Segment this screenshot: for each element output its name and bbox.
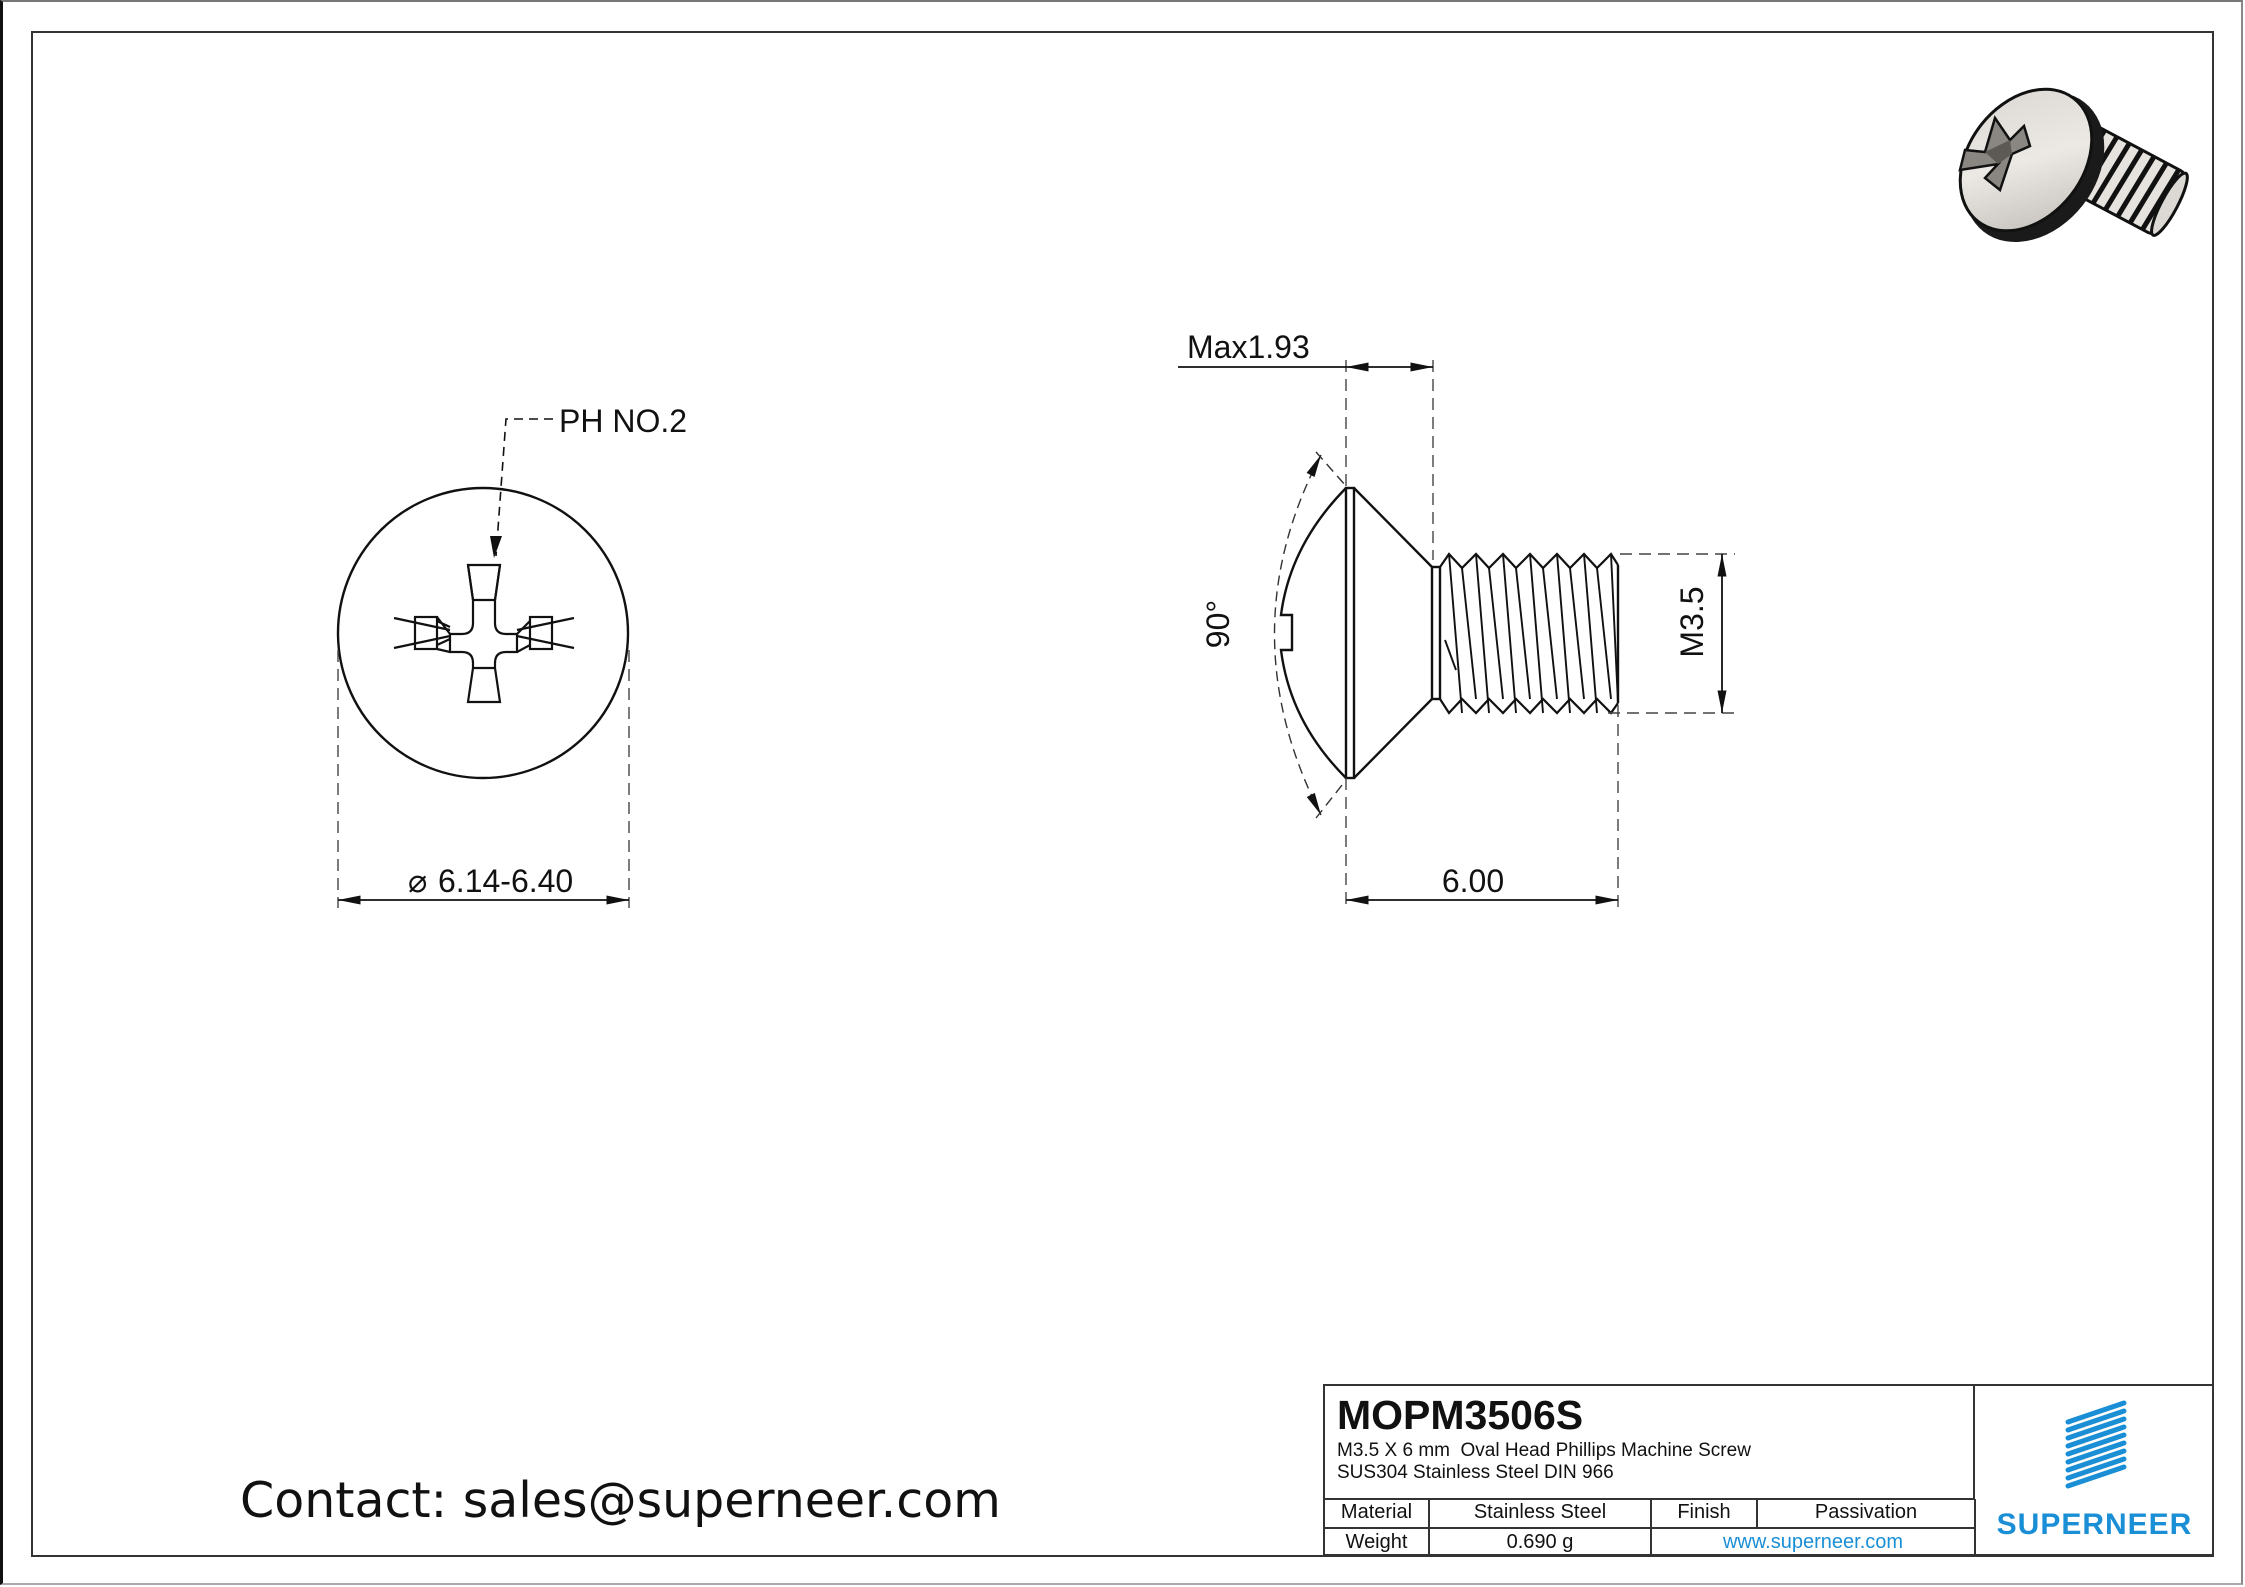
diameter-dimension-text: 6.14-6.40 bbox=[438, 863, 573, 899]
description-line-1: M3.5 X 6 mm Oval Head Phillips Machine S… bbox=[1337, 1440, 1751, 1461]
brand-name: SUPERNEER bbox=[1996, 1508, 2193, 1541]
brand-logo: SUPERNEER bbox=[1975, 1386, 2214, 1554]
thread-profile-top bbox=[1439, 552, 1619, 570]
drawing-border bbox=[31, 31, 2214, 1557]
thread-helix bbox=[1444, 553, 1619, 714]
iso-screw-render-icon bbox=[1958, 87, 2189, 243]
angle-dimension-text: 90° bbox=[1200, 600, 1236, 648]
weight-label: Weight bbox=[1325, 1526, 1430, 1556]
finish-value: Passivation bbox=[1756, 1499, 1976, 1529]
title-block: MOPM3506S M3.5 X 6 mm Oval Head Phillips… bbox=[1323, 1384, 2214, 1556]
thread-dimension-text: M3.5 bbox=[1674, 586, 1710, 657]
head-outline bbox=[336, 486, 630, 780]
thread-profile-bottom bbox=[1439, 697, 1619, 715]
weight-value: 0.690 g bbox=[1428, 1526, 1652, 1556]
material-label: Material bbox=[1325, 1499, 1430, 1529]
contact-email[interactable]: Contact: sales@superneer.com bbox=[240, 1472, 1001, 1529]
top-view bbox=[336, 418, 630, 908]
length-dimension-text: 6.00 bbox=[1442, 863, 1504, 899]
material-value: Stainless Steel bbox=[1428, 1499, 1652, 1529]
callout-leader bbox=[495, 418, 553, 557]
logo-stripes-icon bbox=[2065, 1400, 2127, 1489]
oval-head-dome bbox=[1279, 487, 1347, 779]
phillips-callout-text: PH NO.2 bbox=[559, 403, 687, 439]
part-number: MOPM3506S bbox=[1337, 1392, 1584, 1438]
diameter-symbol: ⌀ bbox=[408, 863, 427, 899]
part-description: M3.5 X 6 mm Oval Head Phillips Machine S… bbox=[1337, 1440, 1751, 1484]
website-link[interactable]: www.superneer.com bbox=[1650, 1526, 1976, 1556]
spec-table: Material Stainless Steel Finish Passivat… bbox=[1325, 1499, 1976, 1556]
side-view bbox=[1178, 360, 1735, 908]
head-height-dimension-text: Max1.93 bbox=[1187, 329, 1310, 365]
table-row: Material Stainless Steel Finish Passivat… bbox=[1325, 1499, 1976, 1529]
phillips-recess-icon bbox=[393, 563, 575, 704]
table-row: Weight 0.690 g www.superneer.com bbox=[1325, 1526, 1976, 1556]
angle-dimension-arc bbox=[1273, 454, 1322, 816]
finish-label: Finish bbox=[1650, 1499, 1758, 1529]
description-line-2: SUS304 Stainless Steel DIN 966 bbox=[1337, 1462, 1614, 1483]
title-block-description: MOPM3506S M3.5 X 6 mm Oval Head Phillips… bbox=[1325, 1386, 1975, 1500]
